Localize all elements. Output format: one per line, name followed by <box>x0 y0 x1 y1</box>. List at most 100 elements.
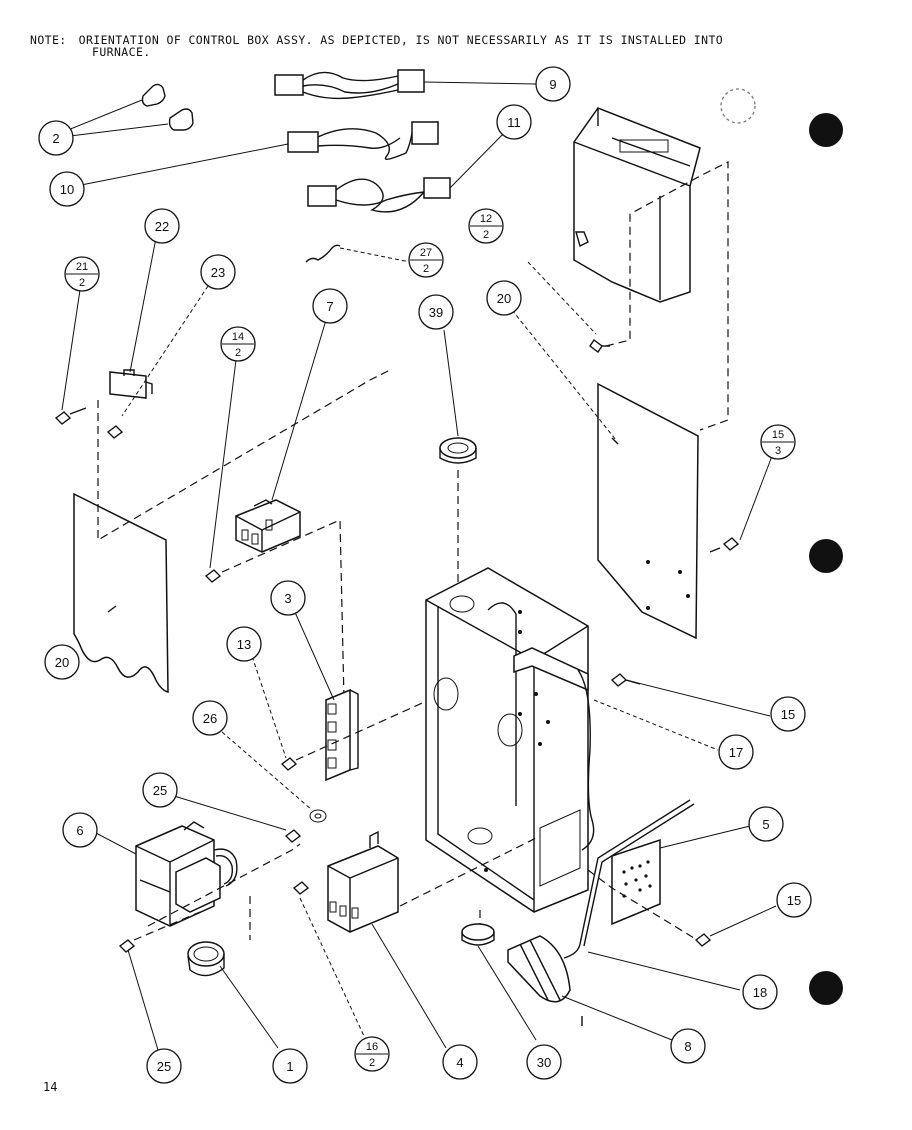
callout-16-over-2: 162 <box>354 1036 390 1072</box>
binder-hole-bottom <box>809 971 843 1005</box>
svg-text:25: 25 <box>153 783 167 798</box>
leader-25-upper <box>173 795 287 831</box>
leader-15-lower <box>709 905 777 937</box>
part-18-sensor-rod <box>563 799 691 959</box>
callout-4: 4 <box>442 1044 478 1080</box>
svg-text:15: 15 <box>781 707 795 722</box>
svg-text:20: 20 <box>497 291 511 306</box>
screw-15-upper <box>709 537 740 553</box>
leader-39 <box>443 329 459 437</box>
panel-guide-left <box>97 369 391 542</box>
part-3-terminal-strip <box>325 688 359 782</box>
svg-text:6: 6 <box>76 823 83 838</box>
leader-13 <box>249 649 287 759</box>
part-4-blower-relay <box>327 830 399 933</box>
callout-15-over-3: 153 <box>760 424 796 460</box>
page-number: 14 <box>43 1080 58 1094</box>
svg-text:2: 2 <box>369 1057 375 1069</box>
svg-text:11: 11 <box>507 115 521 130</box>
screw-25-guide <box>133 911 201 941</box>
part-6-transformer <box>135 821 238 927</box>
callout-14-over-2: 142 <box>220 326 256 362</box>
svg-text:2: 2 <box>79 277 85 289</box>
leader-20b <box>511 309 617 441</box>
part-8-flame-sensor-bracket <box>507 935 583 1026</box>
orientation-note: NOTE:ORIENTATION OF CONTROL BOX ASSY. AS… <box>30 34 850 58</box>
callout-23: 23 <box>200 254 236 290</box>
note-line-2: FURNACE. <box>92 45 151 59</box>
leader-4 <box>371 923 447 1049</box>
part-27-jumper-wire <box>305 244 341 263</box>
leader-1 <box>219 965 279 1049</box>
leader-26 <box>221 731 313 811</box>
screw-21 <box>54 407 87 425</box>
svg-text:15: 15 <box>772 429 784 441</box>
leader-15-middle <box>625 679 771 717</box>
svg-text:2: 2 <box>52 131 59 146</box>
leader-25-lower <box>127 949 159 1051</box>
callout-27-over-2: 272 <box>408 242 444 278</box>
part-39-grommet <box>439 437 477 464</box>
callout-30: 30 <box>526 1044 562 1080</box>
svg-text:18: 18 <box>753 985 767 1000</box>
part-20-access-panel-left <box>73 492 169 693</box>
callout-9: 9 <box>535 66 571 102</box>
screw-12 <box>589 338 610 354</box>
leader-21 <box>61 289 81 411</box>
screw-25-upper <box>284 829 302 843</box>
ignition-control-board <box>573 107 701 303</box>
leader-22 <box>129 237 157 373</box>
leader-10 <box>75 143 289 187</box>
svg-text:39: 39 <box>429 305 443 320</box>
leader-14 <box>209 359 237 569</box>
leader-6 <box>93 831 137 855</box>
callout-15-lower: 15 <box>776 882 812 918</box>
callout-17: 17 <box>718 734 754 770</box>
leader-9 <box>423 81 537 85</box>
callout-21-over-2: 212 <box>64 256 100 292</box>
svg-text:15: 15 <box>787 893 801 908</box>
svg-text:26: 26 <box>203 711 217 726</box>
part-22-limit-switch <box>109 369 153 399</box>
callout-20-left: 20 <box>44 644 80 680</box>
binder-hole-middle <box>809 539 843 573</box>
svg-text:27: 27 <box>420 247 432 259</box>
screw-16 <box>292 881 310 895</box>
svg-text:8: 8 <box>684 1039 691 1054</box>
svg-text:2: 2 <box>235 347 241 359</box>
callout-15-middle: 15 <box>770 696 806 732</box>
callout-10: 10 <box>49 171 85 207</box>
part-2-wire-caps <box>141 83 194 131</box>
leader-16 <box>299 897 365 1037</box>
part-18-sensor-rod-edge <box>583 803 695 947</box>
callout-5: 5 <box>748 806 784 842</box>
svg-text:3: 3 <box>775 445 781 457</box>
callout-25-lower: 25 <box>146 1048 182 1084</box>
screw-23 <box>106 425 124 439</box>
svg-text:20: 20 <box>55 655 69 670</box>
leader-23 <box>121 285 209 417</box>
part-7-relay <box>235 499 301 553</box>
callout-8: 8 <box>670 1028 706 1064</box>
control-box-housing <box>425 567 595 913</box>
leader-3 <box>293 609 335 701</box>
part-20-access-panel-right <box>597 382 699 640</box>
callout-11: 11 <box>496 104 532 140</box>
callout-25-upper: 25 <box>142 772 178 808</box>
part-1-bushing <box>187 941 225 977</box>
svg-text:16: 16 <box>366 1041 378 1053</box>
part-9-harness <box>274 69 425 100</box>
svg-text:10: 10 <box>60 182 74 197</box>
callout-26: 26 <box>192 700 228 736</box>
leader-7 <box>271 319 327 501</box>
leader-15-upper <box>739 455 773 541</box>
svg-text:14: 14 <box>232 331 244 343</box>
board-5-guide <box>587 869 695 939</box>
part-30-plug <box>461 923 495 946</box>
relay-4-guide <box>399 835 541 907</box>
svg-text:30: 30 <box>537 1055 551 1070</box>
svg-text:7: 7 <box>326 299 333 314</box>
svg-text:9: 9 <box>549 77 556 92</box>
callout-18: 18 <box>742 974 778 1010</box>
